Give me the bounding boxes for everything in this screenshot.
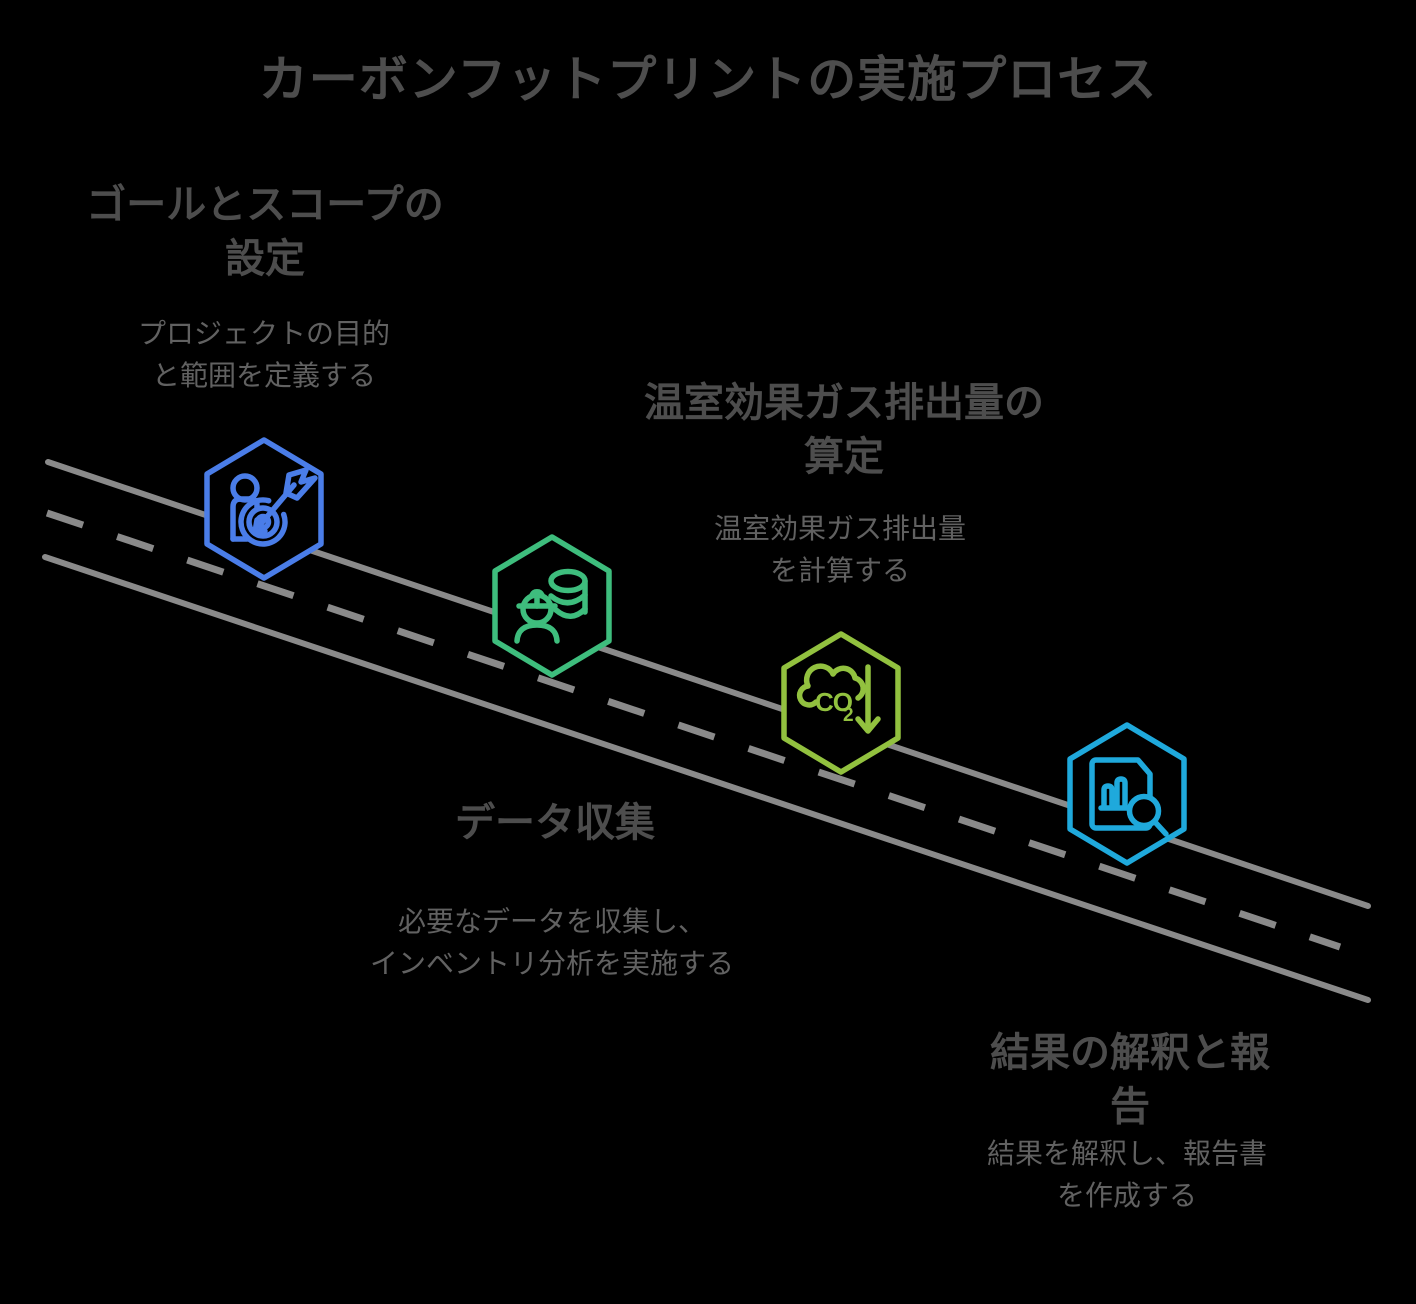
worker-database-icon xyxy=(514,568,588,644)
co2-icon-subscript: 2 xyxy=(843,705,854,726)
co2-icon-label: CO xyxy=(815,687,853,717)
step-1-heading: ゴールとスコープの 設定 xyxy=(86,183,444,281)
page-title: カーボンフットプリントの実施プロセス xyxy=(258,53,1158,107)
step-4-heading: 結果の解釈と報告 xyxy=(990,1031,1270,1129)
step-3-heading: 温室効果ガス排出量の 算定 xyxy=(644,381,1044,479)
road-center-dashed-line xyxy=(45,509,1342,951)
report-analysis-icon xyxy=(1089,757,1169,837)
step-2-description: 必要なデータを収集し、 インベントリ分析を実施する xyxy=(369,906,735,979)
person-target-icon xyxy=(230,467,318,547)
step-3-hexagon: CO 2 xyxy=(779,631,903,775)
step-1-hexagon xyxy=(202,437,326,581)
step-4-hexagon xyxy=(1065,722,1189,866)
step-1-description: プロジェクトの目的 と範囲を定義する xyxy=(137,318,391,391)
step-3-description: 温室効果ガス排出量 を計算する xyxy=(713,513,967,586)
road-bottom-line xyxy=(42,554,1371,1003)
step-2-heading: データ収集 xyxy=(455,801,655,845)
step-4-description: 結果を解釈し、報告書 を作成する xyxy=(986,1138,1268,1211)
co2-reduction-icon xyxy=(796,663,881,734)
step-2-hexagon xyxy=(490,534,614,678)
